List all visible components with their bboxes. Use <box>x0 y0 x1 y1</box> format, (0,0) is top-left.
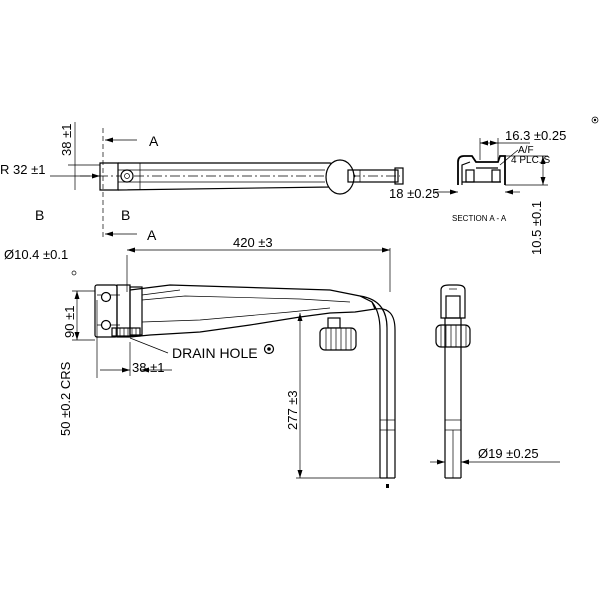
front-view: Ø10.4 ±0.1 420 ±3 90 ±1 50 ±0.2 CRS <box>4 235 396 488</box>
af-note: A/F <box>518 145 534 156</box>
section-b-right-label: B <box>121 207 130 223</box>
section-aa-label: SECTION A - A <box>452 214 507 223</box>
dim-50: 50 ±0.2 CRS <box>58 361 73 436</box>
section-aa-view: 16.3 ±0.25 A/F 4 PLC.'S 18 ±0.25 10.5 ±0… <box>389 116 599 255</box>
dim-90: 90 ±1 <box>62 306 77 338</box>
dim-420: 420 ±3 <box>233 235 273 250</box>
dim-38-horizontal: 38 ±1 <box>132 360 164 375</box>
dim-dia-19: Ø19 ±0.25 <box>478 446 539 461</box>
side-view: Ø19 ±0.25 <box>430 284 560 479</box>
dim-18: 18 ±0.25 <box>389 186 440 201</box>
plcs-note: 4 PLC.'S <box>511 155 550 166</box>
top-view: A A B B 38 ±1 R 32 ±1 <box>0 122 404 243</box>
dim-10-5: 10.5 ±0.1 <box>529 201 544 255</box>
dim-r32: R 32 ±1 <box>0 162 45 177</box>
dim-16-3: 16.3 ±0.25 <box>505 128 566 143</box>
section-b-left-label: B <box>35 207 44 223</box>
drain-hole-label: DRAIN HOLE <box>172 345 258 361</box>
dim-dia-10-4: Ø10.4 ±0.1 <box>4 247 68 262</box>
dim-277: 277 ±3 <box>285 390 300 430</box>
dim-38-vertical: 38 ±1 <box>59 124 74 156</box>
section-a-bottom-label: A <box>147 227 157 243</box>
section-a-top-label: A <box>149 133 159 149</box>
